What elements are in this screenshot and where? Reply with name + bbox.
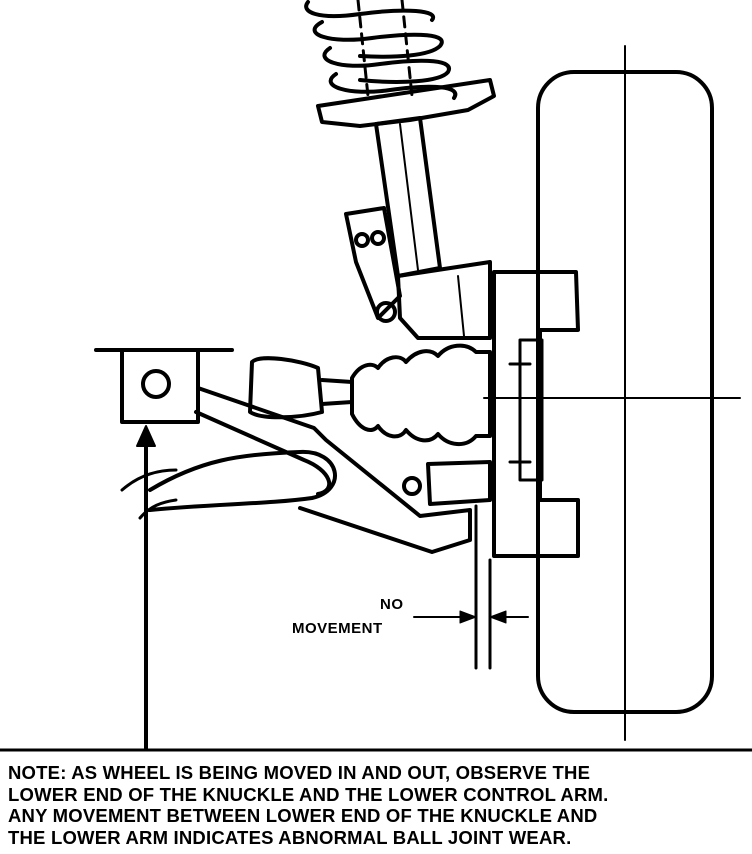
- note-text: NOTE: AS WHEEL IS BEING MOVED IN AND OUT…: [8, 762, 748, 848]
- steering-knuckle: [396, 260, 492, 340]
- lower-control-arm: [120, 386, 472, 554]
- dimension-arrow-left: [459, 610, 477, 624]
- ball-joint-stud: [402, 476, 422, 496]
- strut-bracket: [344, 206, 402, 320]
- note-line: NOTE: AS WHEEL IS BEING MOVED IN AND OUT…: [8, 762, 591, 783]
- spring-seat: [316, 78, 496, 128]
- bushing-bolt: [141, 369, 171, 399]
- note-line: THE LOWER ARM INDICATES ABNORMAL BALL JO…: [8, 826, 572, 848]
- label-no: NO: [380, 596, 404, 613]
- coil-spring: [304, 0, 458, 100]
- pointer-arrowhead: [136, 425, 156, 447]
- frame-bracket: [120, 348, 200, 424]
- note-line: ANY MOVEMENT BETWEEN LOWER END OF THE KN…: [8, 805, 598, 826]
- ball-joint: [426, 460, 492, 506]
- note-line: LOWER END OF THE KNUCKLE AND THE LOWER C…: [8, 783, 609, 805]
- dimension-arrow-right: [489, 610, 507, 624]
- label-movement: MOVEMENT: [292, 620, 383, 637]
- axle-boot: [248, 343, 492, 446]
- knuckle-bolt-upper: [375, 301, 397, 323]
